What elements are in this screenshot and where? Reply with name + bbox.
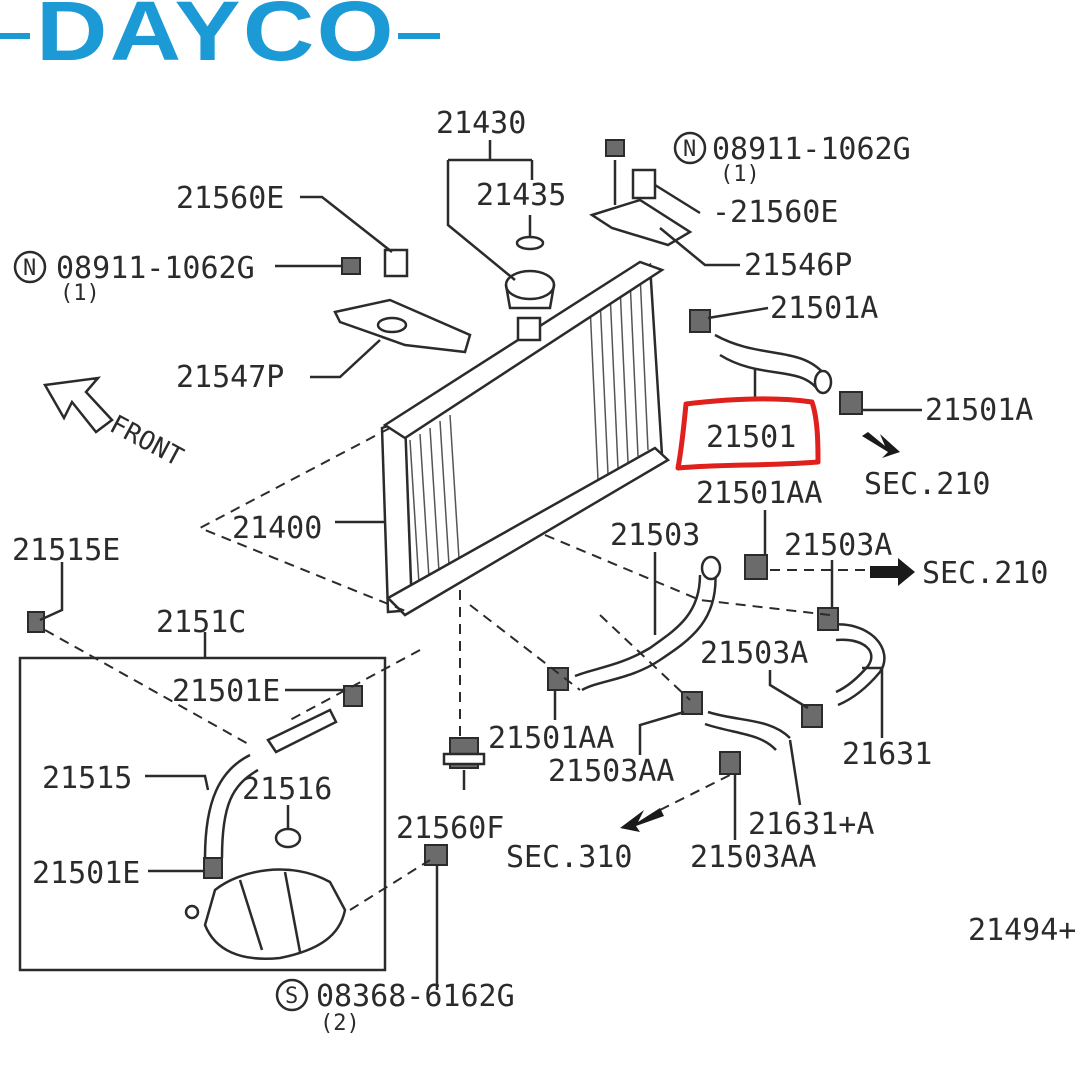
clamp-21503a-lower (801, 704, 823, 728)
label-21560e-right: -21560E (712, 195, 838, 230)
label-21503aa-mid: 21503AA (548, 754, 674, 789)
clamp-21503a-upper (817, 607, 839, 631)
qty-08368: (2) (320, 1011, 360, 1036)
label-21510: 2151C (156, 605, 246, 640)
radiator-fins (409, 272, 649, 601)
clamp-21501a-right (839, 391, 863, 415)
label-21501a-top: 21501A (770, 291, 878, 326)
bushing-21560e-left (383, 248, 409, 278)
label-08911-left: 08911-1062G (56, 251, 255, 286)
clamp-21501a-top (689, 309, 711, 333)
hose-21631 (829, 623, 886, 707)
dayco-logo: DAYCO (0, 0, 440, 78)
label-sec210-upper: SEC.210 (864, 467, 990, 502)
label-21501aa-upper: 21501AA (696, 476, 822, 511)
label-21501a-right: 21501A (925, 393, 1033, 428)
n-symbol-left-icon (13, 250, 47, 284)
nut-right (605, 139, 625, 157)
radiator-cap (504, 269, 556, 310)
n-symbol-right: N (683, 137, 696, 162)
arrow-sec310 (620, 808, 664, 832)
lower-hose-21503 (574, 555, 722, 692)
label-21503a-lower: 21503A (700, 636, 808, 671)
arrow-sec210-upper (862, 432, 900, 458)
clamp-21503aa-lower (719, 751, 741, 775)
nut-left (341, 257, 361, 275)
bushing-21560e-right (631, 168, 657, 200)
cap-gasket (515, 235, 545, 251)
clamp-21501e-lower (203, 857, 223, 879)
label-front: FRONT (105, 410, 188, 473)
filler-neck (516, 316, 542, 342)
bracket-21546p (589, 198, 693, 247)
label-21435: 21435 (476, 178, 566, 213)
label-21503: 21503 (610, 518, 700, 553)
qty-08911-left: (1) (60, 281, 100, 306)
clamp-21501aa-upper (744, 554, 768, 580)
n-symbol-left: N (23, 256, 36, 281)
label-21430: 21430 (436, 106, 526, 141)
label-21515e: 21515E (12, 533, 120, 568)
clamp-21501e-upper (343, 685, 363, 707)
clip-21515e (27, 611, 45, 633)
leader-lines (39, 140, 922, 990)
label-21560f: 21560F (396, 811, 504, 846)
label-08911-right: 08911-1062G (712, 132, 911, 167)
label-21546p: 21546P (744, 248, 852, 283)
label-21516: 21516 (242, 772, 332, 807)
clamp-21501aa-lower (547, 667, 569, 691)
label-21503aa-lower: 21503AA (690, 840, 816, 875)
radiator-assembly (380, 260, 671, 617)
label-21400: 21400 (232, 511, 322, 546)
hose-21631a (704, 710, 791, 751)
s-symbol-icon (275, 978, 309, 1012)
reservoir-group-box (18, 656, 387, 972)
mount-21560f (442, 737, 486, 769)
logo-background (0, 0, 440, 66)
front-arrow-icon (42, 376, 114, 434)
label-21501e-lower: 21501E (32, 856, 140, 891)
part-labels: 21430 21435 21560E N 08911-1062G (1) N 0… (12, 106, 1076, 1036)
clamp-21503aa-mid (681, 691, 703, 715)
n-symbol-right-icon (673, 131, 707, 165)
label-21501aa-lower: 21501AA (488, 721, 614, 756)
label-21515: 21515 (42, 761, 132, 796)
label-21503a-upper: 21503A (784, 528, 892, 563)
s-symbol: S (285, 984, 298, 1009)
qty-08911-right: (1) (720, 162, 760, 187)
label-21494: 21494+ (968, 913, 1076, 948)
bracket-21547p (333, 298, 472, 354)
brand-name: DAYCO (36, 0, 396, 78)
radiator-top-tank (382, 260, 665, 440)
label-21631: 21631 (842, 737, 932, 772)
label-21501-highlighted: 21501 (706, 420, 796, 455)
label-21547p: 21547P (176, 360, 284, 395)
label-08368: 08368-6162G (316, 979, 515, 1014)
direction-arrows (42, 376, 915, 832)
reservoir-tank (184, 868, 347, 960)
label-21501e-upper: 21501E (172, 674, 280, 709)
label-21560e-left: 21560E (176, 181, 284, 216)
arrow-sec210-lower (870, 558, 915, 586)
highlight-callout-21501 (675, 396, 821, 471)
reservoir-cap (274, 827, 302, 849)
label-21631a: 21631+A (748, 807, 874, 842)
upper-hose-21501 (714, 333, 833, 395)
dashed-reference-lines (44, 427, 870, 911)
label-sec310: SEC.310 (506, 840, 632, 875)
reservoir-hose-21515 (203, 708, 338, 859)
label-sec210-lower: SEC.210 (922, 556, 1048, 591)
